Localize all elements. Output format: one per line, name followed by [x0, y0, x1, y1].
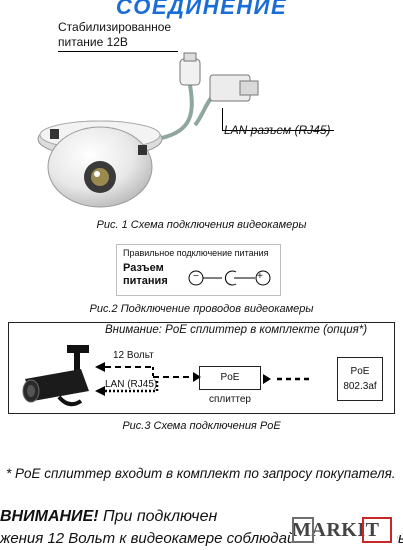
figure1-caption: Рис. 1 Схема подключения видеокамеры	[96, 219, 307, 231]
poe-label-line1: PoE	[350, 366, 370, 377]
lan-callout-underline	[222, 130, 334, 131]
bullet-camera-icon	[22, 345, 89, 407]
plus-symbol: +	[257, 271, 263, 282]
lan-label: LAN разъем (RJ45)	[224, 123, 331, 137]
polarity-box: Правильное подключение питания Разъем пи…	[116, 244, 281, 296]
power-connector-label: Разъем питания	[123, 262, 168, 288]
page-title: СОЕДИНЕНИЕ	[115, 0, 288, 19]
polarity-label-line1: Разъем	[123, 262, 164, 274]
dome-camera-illustration	[37, 52, 259, 208]
poe-connection-lines	[95, 362, 313, 396]
watermark-frame-right	[362, 517, 392, 543]
warning-bold: ВНИМАНИЕ!	[0, 508, 99, 525]
poe-splitter-box: PoE сплиттер	[199, 366, 261, 405]
figure3-caption: Рис.3 Схема подключения PoE	[122, 420, 281, 432]
poe-label-line2: 802.3af	[343, 381, 377, 392]
poe-notice: Внимание: PoE сплиттер в комплекте (опци…	[105, 324, 368, 336]
power-label: Стабилизированное питание 12В	[58, 20, 171, 50]
poe-injector-box: PoE 802.3af	[337, 357, 383, 401]
power-label-line1: Стабилизированное	[58, 20, 172, 34]
lan-callout-line	[222, 108, 223, 130]
warning-line1-rest: При подключен	[98, 508, 218, 525]
polarity-header: Правильное подключение питания	[123, 248, 269, 258]
poe-diagram: Внимание: PoE сплиттер в комплекте (опци…	[8, 322, 395, 414]
warning-line1: ВНИМАНИЕ! При подключен	[0, 508, 217, 526]
volt-label: 12 Вольт	[113, 350, 154, 361]
watermark-frame-left	[292, 517, 314, 543]
power-callout-line	[58, 51, 178, 52]
lan-rj45-label: LAN (RJ45)	[105, 379, 158, 390]
power-label-line2: питание 12В	[58, 35, 128, 49]
polarity-label-line2: питания	[123, 275, 168, 287]
polarity-symbol	[188, 270, 271, 286]
watermark: MARKIT	[292, 515, 397, 547]
figure2-caption: Рис.2 Подключение проводов видеокамеры	[89, 303, 314, 315]
minus-symbol: −	[193, 271, 199, 282]
footnote: * PoE сплиттер входит в комплект по запр…	[6, 466, 396, 481]
